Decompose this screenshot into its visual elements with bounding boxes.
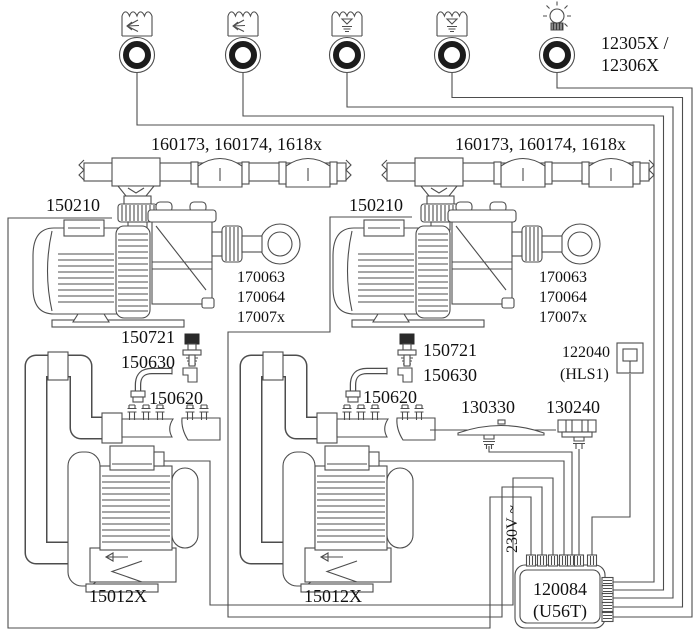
- wire-fitting-4: [451, 72, 684, 608]
- label-fittings-1: 12305X /: [601, 33, 669, 53]
- jet-nozzle-icon: [121, 11, 153, 37]
- label-air-valve-left: 150721: [121, 327, 175, 347]
- controller-top-terminals: [525, 554, 598, 567]
- wire-right-blower: [379, 460, 565, 566]
- label-elbow-right: 150630: [423, 365, 477, 385]
- water-level-icon: [331, 11, 363, 37]
- wire-fitting-5: [556, 72, 693, 618]
- label-switch: 130240: [546, 397, 600, 417]
- svg-text:170064: 170064: [237, 289, 285, 306]
- label-controller-2: (U56T): [533, 601, 587, 622]
- water-level-icon: [436, 11, 468, 37]
- label-controller-1: 120084: [533, 579, 587, 599]
- label-light-lens: 130330: [461, 397, 515, 417]
- hose-kit-label-right: 170063 170064 17007x: [539, 269, 587, 326]
- wire-left-pump: [7, 217, 532, 629]
- wire-right-pump: [227, 216, 543, 618]
- wire-fitting-2: [242, 72, 665, 591]
- light-icon: [543, 1, 571, 31]
- wire-fitting-3: [346, 72, 674, 599]
- label-air-valve-right: 150721: [423, 340, 477, 360]
- label-barb-manifold-right: 150620: [363, 387, 417, 407]
- light-lens: [430, 419, 556, 449]
- wall-fitting-circle: [226, 38, 261, 73]
- label-mains-voltage: 230V ~: [504, 505, 521, 553]
- wall-fitting-circle: [330, 38, 365, 73]
- wire-fitting-1: [136, 72, 655, 583]
- svg-text:17007x: 17007x: [237, 309, 285, 326]
- label-level-sensor-1: 122040: [562, 344, 610, 361]
- label-blower-left: 15012X: [89, 586, 147, 606]
- controller-right-terminals: [601, 576, 614, 623]
- suction-manifold-right: [381, 157, 655, 231]
- label-pump-right: 150210: [349, 195, 403, 215]
- level-sensor: [616, 342, 644, 374]
- controller-unit: 120084 (U56T): [514, 554, 614, 629]
- label-barb-manifold-left: 150620: [149, 388, 203, 408]
- wire-left-blower: [164, 460, 554, 606]
- wire-light-lens: [488, 446, 573, 566]
- svg-text:170063: 170063: [237, 269, 285, 286]
- wall-fitting-circle: [540, 38, 575, 73]
- blower-group-right: [251, 334, 435, 592]
- label-elbow-left: 150630: [121, 352, 175, 372]
- jet-nozzle-icon: [227, 11, 259, 37]
- wall-fitting-circle: [435, 38, 470, 73]
- label-level-sensor-2: (HLS1): [560, 366, 609, 383]
- svg-text:17007x: 17007x: [539, 309, 587, 326]
- switch-part: [557, 419, 597, 449]
- svg-text:170064: 170064: [539, 289, 587, 306]
- label-fittings-2: 12306X: [601, 55, 659, 75]
- blower-group-left: [36, 334, 220, 592]
- wiring-harness: [7, 72, 693, 629]
- wall-fittings-row: 12305X / 12306X: [120, 1, 669, 76]
- wall-fitting-circle: [120, 38, 155, 73]
- label-blower-right: 15012X: [304, 586, 362, 606]
- label-manifold-left: 160173, 160174, 1618x: [151, 134, 322, 154]
- wire-level-sensor: [591, 374, 631, 566]
- label-pump-left: 150210: [46, 195, 100, 215]
- hose-kit-label-left: 170063 170064 17007x: [237, 269, 285, 326]
- label-manifold-right: 160173, 160174, 1618x: [455, 134, 626, 154]
- svg-text:170063: 170063: [539, 269, 587, 286]
